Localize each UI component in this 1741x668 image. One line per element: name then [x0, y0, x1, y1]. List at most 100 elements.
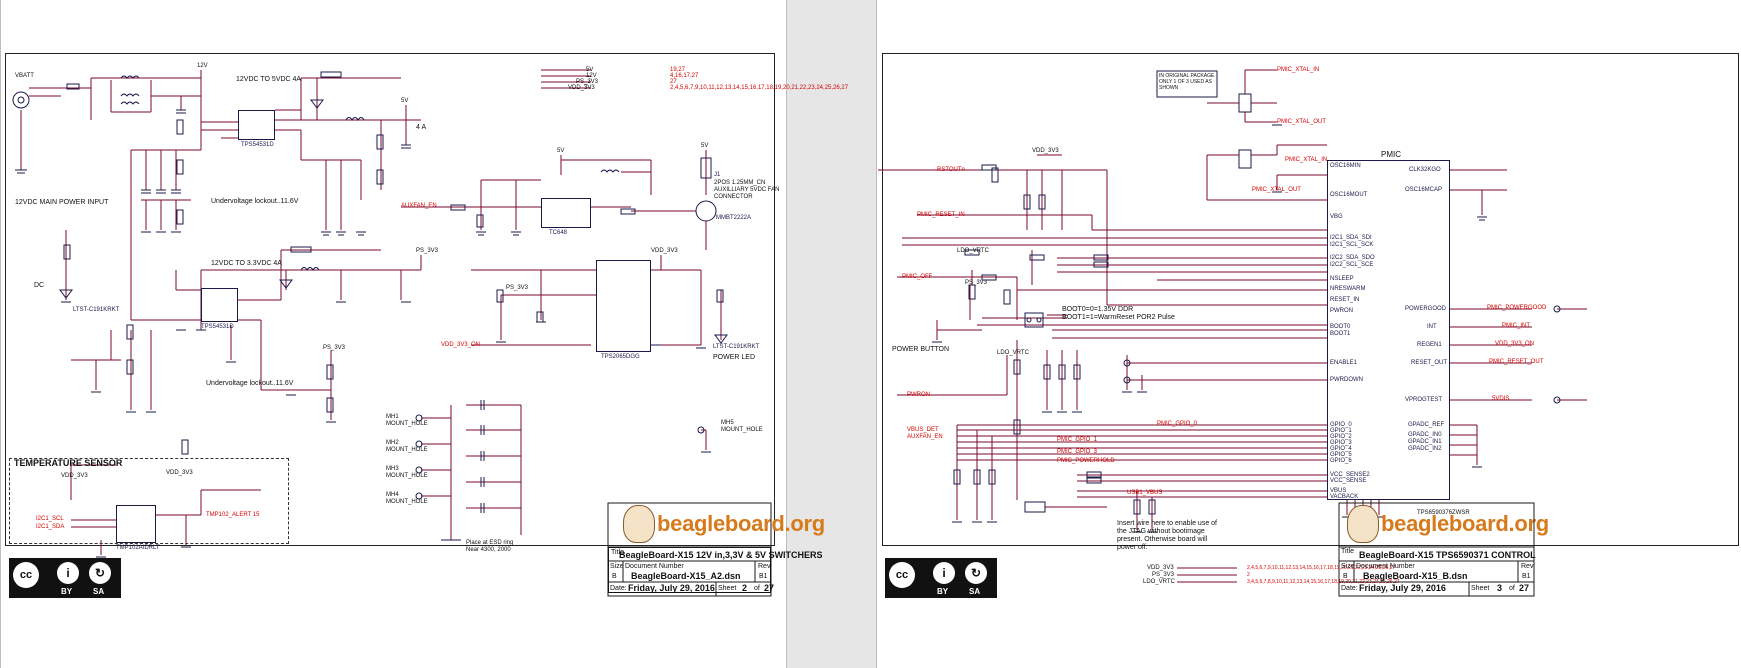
- net-i2c-sda: I2C1_SDA: [36, 524, 65, 530]
- net-vdd3v3-on: VDD_3V3_ON: [441, 342, 481, 348]
- pmic-pin-left: OSC16MOUT: [1330, 192, 1368, 198]
- ic-u3: [596, 260, 651, 352]
- pmic-pin-right: VPROGTEST: [1405, 397, 1443, 403]
- u1-label: TPS54531D: [241, 142, 274, 148]
- cc-icon: cc: [889, 562, 915, 588]
- cc-icon: cc: [13, 562, 39, 588]
- uvlo1-label: Undervoltage lockout..11.6V: [211, 198, 299, 205]
- pmic-pin-right: POWERGOOD: [1405, 306, 1447, 312]
- dc-label: DC: [34, 282, 45, 289]
- pmic-pin-right: GPADC_IN0: [1408, 432, 1442, 438]
- pmic-pin-left: GPIO_1: [1330, 428, 1352, 434]
- net-pmic-reset-out: PMIC_RESET_OUT: [1489, 359, 1544, 365]
- share-alike-icon: ↻: [965, 562, 987, 584]
- power-led-label: POWER LED: [713, 354, 756, 361]
- mount-hole-5: MH5 MOUNT_HOLE: [721, 420, 763, 433]
- pmic-pin-left: VBUS: [1330, 488, 1347, 494]
- power-button-label: POWER BUTTON: [892, 346, 950, 353]
- sheet-of-right: 27: [1519, 583, 1530, 593]
- top-ref-3: 2,4,5,6,7,9,10,11,12,13,14,15,16,17,18,1…: [670, 85, 849, 91]
- title-block-grid-left: [607, 502, 772, 597]
- net-i2c-scl: I2C1_SCL: [36, 516, 64, 522]
- net-ldo-vrtc-2: LDO_VRTC: [997, 350, 1029, 356]
- of-label-right: of: [1509, 585, 1515, 592]
- net-ps3v3-1: PS_3V3: [416, 248, 439, 254]
- u2-label: TPS54531D: [201, 324, 234, 330]
- beagleboard-logo-text: beagleboard.org: [657, 511, 825, 536]
- top-net-3: VDD_3V3: [568, 85, 595, 91]
- sheet-frame-left: [5, 53, 775, 546]
- pmic-pin-right: GPADC_IN1: [1408, 439, 1442, 445]
- pmic-pin-left: ENABLE1: [1330, 360, 1358, 366]
- size-label-right: Size: [1341, 563, 1355, 570]
- pmic-pin-left: PWRON: [1330, 308, 1353, 314]
- pmic-pin-left: RESET_IN: [1330, 297, 1360, 303]
- date-label-left: Date:: [610, 585, 627, 592]
- sheet-label-right: Sheet: [1471, 585, 1490, 592]
- of-label-left: of: [754, 585, 760, 592]
- sheet-of-left: 27: [764, 583, 775, 593]
- by-label: BY: [937, 587, 949, 596]
- schematic-sheet-left: VBATT 12VDC MAIN POWER INPUT 12VDC TO 5V…: [0, 0, 848, 668]
- u4-label: TMP102AIDRLT: [116, 545, 160, 551]
- net-5v: 5V: [401, 98, 409, 104]
- conv2-title: 12VDC TO 3.3VDC 4A: [211, 260, 282, 267]
- attribution-icon: i: [933, 562, 955, 584]
- mount-hole-3: MH3 MOUNT_HOLE: [386, 466, 428, 479]
- net-ldo-vrtc-1: LDO_VRTC: [957, 248, 989, 254]
- sheet-frame-right: [882, 53, 1739, 546]
- pmic-pin-right: GPADC_REF: [1408, 422, 1445, 428]
- net-pmic-reset-in: PMIC_RESET_IN: [917, 212, 965, 218]
- jtag-note: Insert wire here to enable use of the JT…: [1117, 520, 1218, 551]
- sheet-label-left: Sheet: [718, 585, 737, 592]
- bottom-net-0: VDD_3V3: [1147, 565, 1174, 571]
- rev-value-left: B1: [759, 573, 768, 580]
- net-vdd3v3-temp2: VDD_3V3: [61, 473, 88, 479]
- top-net-2: PS_3V3: [576, 79, 599, 85]
- pmic-pin-left: VCC_SENSE2: [1330, 472, 1370, 478]
- net-12v: 12V: [197, 63, 208, 69]
- pmic-pin-left: VBG: [1330, 214, 1343, 220]
- net-pmic-off: PMIC_OFF: [902, 274, 933, 280]
- pmic-pin-right: INT: [1427, 324, 1437, 330]
- mount-hole-2: MH2 MOUNT_HOLE: [386, 440, 428, 453]
- pmic-pin-left: VACBACK: [1330, 494, 1359, 500]
- net-xtal-in-2: PMIC_XTAL_IN: [1285, 157, 1328, 163]
- cc-license-badge-right: cc i ↻ BY SA: [885, 558, 997, 598]
- by-label: BY: [61, 587, 73, 596]
- mount-hole-4: MH4 MOUNT_HOLE: [386, 492, 428, 505]
- q1-label: MMBT2222A: [716, 215, 752, 221]
- top-net-0: 5V: [586, 67, 594, 73]
- pmic-pin-left: I2C1_SDA_SDI: [1330, 235, 1372, 241]
- net-5vdis: 5VDIS: [1492, 396, 1510, 402]
- rev-value-right: B1: [1522, 573, 1531, 580]
- boot-note-2: BOOT1=1=WarmReset POR2 Pulse: [1062, 314, 1175, 321]
- ic-u5: [541, 198, 591, 228]
- net-pwron: PWRON: [907, 392, 930, 398]
- doc-number-left: BeagleBoard-X15_A2.dsn: [631, 571, 741, 581]
- top-ref-1: 4,16,17,27: [670, 73, 699, 79]
- mount-hole-1: MH1 MOUNT_HOLE: [386, 414, 428, 427]
- pmic-ic: [1327, 160, 1450, 500]
- sheet-title-left: BeagleBoard-X15 12V in,3,3V & 5V SWITCHE…: [619, 550, 823, 560]
- esd-note: Place at ESD ring Near 4300, 2000: [466, 540, 514, 553]
- net-vbus-det: VBUS_DET: [907, 427, 939, 433]
- pmic-pin-left: BOOT1: [1330, 331, 1351, 337]
- ic-u2: [201, 288, 238, 322]
- net-rstoutn: RSTOUTn: [937, 167, 965, 173]
- pmic-pin-left: GPIO_6: [1330, 458, 1352, 464]
- temperature-sensor-box: [9, 458, 289, 544]
- pmic-pin-left: GPIO_2: [1330, 434, 1352, 440]
- d8-label: LTST-C191KRKT: [713, 344, 760, 350]
- pmic-pin-left: I2C1_SCL_SCK: [1330, 242, 1374, 248]
- pmic-pin-right: GPADC_IN2: [1408, 446, 1442, 452]
- rev-label-left: Rev: [758, 563, 771, 570]
- ic-u1: [238, 110, 275, 140]
- pmic-pin-left: OSC16MIN: [1330, 163, 1361, 169]
- net-usb1-vbus: USB1_VBUS: [1127, 490, 1163, 496]
- fan-connector-label: 2POS 1.25MM_CN AUXILLIARY 5VDC FAN CONNE…: [714, 180, 780, 200]
- main-power-label: 12VDC MAIN POWER INPUT: [15, 199, 109, 206]
- pmic-pin-left: NRESWARM: [1330, 286, 1366, 292]
- pmic-pin-right: OSC16MCAP: [1405, 187, 1443, 193]
- pmic-pin-left: GPIO_0: [1330, 422, 1352, 428]
